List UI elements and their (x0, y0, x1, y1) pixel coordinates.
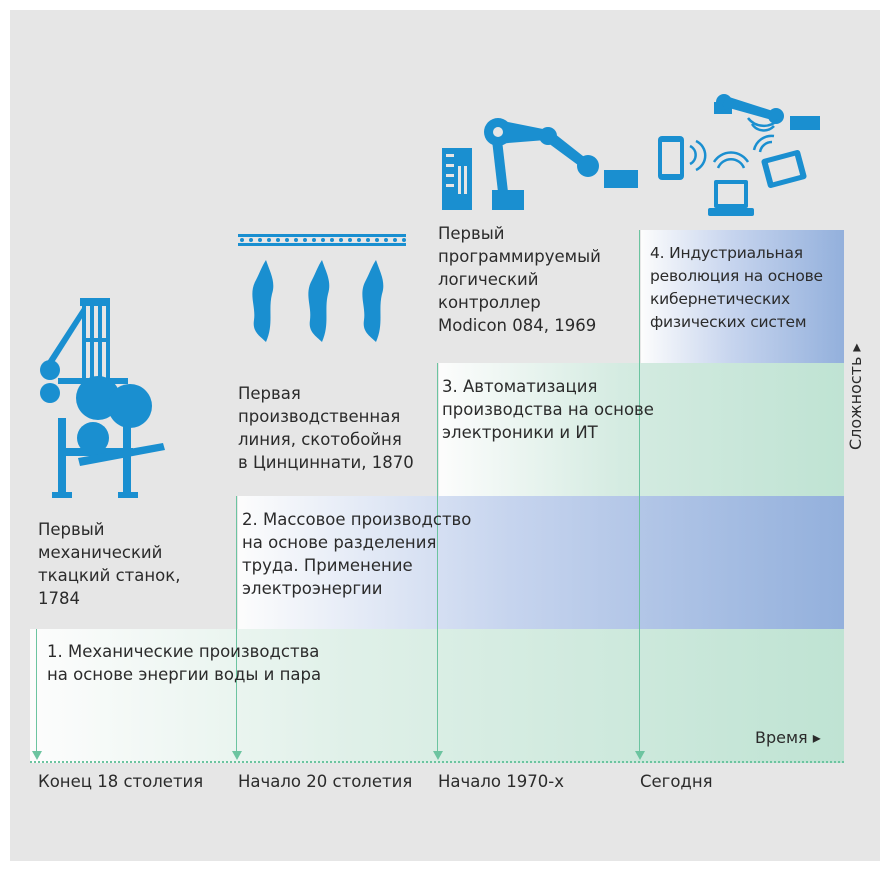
time-axis (30, 761, 844, 763)
stage-1-description: 1. Механические производства на основе э… (47, 642, 322, 684)
milestone-loom-caption: Первый механический ткацкий станок, 1784 (38, 520, 181, 608)
diagram-canvas: Время ▸ Сложность ▸ 1. Механические прои… (10, 10, 880, 861)
era-label-2: Начало 20 столетия (238, 772, 413, 791)
era-label-4: Сегодня (640, 772, 713, 791)
stage-2-description: 2. Массовое производство на основе разде… (242, 510, 472, 598)
era-label-3: Начало 1970-х (438, 772, 564, 791)
timeline-marker-3 (437, 363, 438, 753)
timeline-arrow-1 (32, 751, 42, 760)
stage-band-3 (439, 363, 844, 496)
timeline-arrow-2 (232, 751, 242, 760)
conveyor-carcass-icon (238, 234, 406, 342)
timeline-marker-2 (236, 496, 237, 753)
milestone-plc-caption: Первый программируемый логический контро… (438, 224, 601, 335)
stage-3-description: 3. Автоматизация производства на основе … (442, 377, 654, 442)
timeline-marker-4 (639, 230, 640, 753)
timeline-marker-1 (36, 629, 37, 753)
stage-4-description: 4. Индустриальная революция на основе ки… (650, 244, 823, 331)
era-label-1: Конец 18 столетия (38, 772, 204, 791)
robot-arm-plc-icon (442, 118, 638, 210)
complexity-axis-label: Сложность ▸ (846, 343, 865, 450)
timeline-arrow-3 (433, 751, 443, 760)
cyber-physical-devices-icon (658, 94, 820, 216)
time-axis-label: Время ▸ (755, 728, 821, 747)
stage-band-4 (641, 230, 844, 363)
stage-band-2 (238, 496, 844, 629)
loom-icon (40, 298, 165, 498)
milestone-production-line-caption: Первая производственная линия, скотобойн… (238, 384, 414, 472)
timeline-arrow-4 (635, 751, 645, 760)
